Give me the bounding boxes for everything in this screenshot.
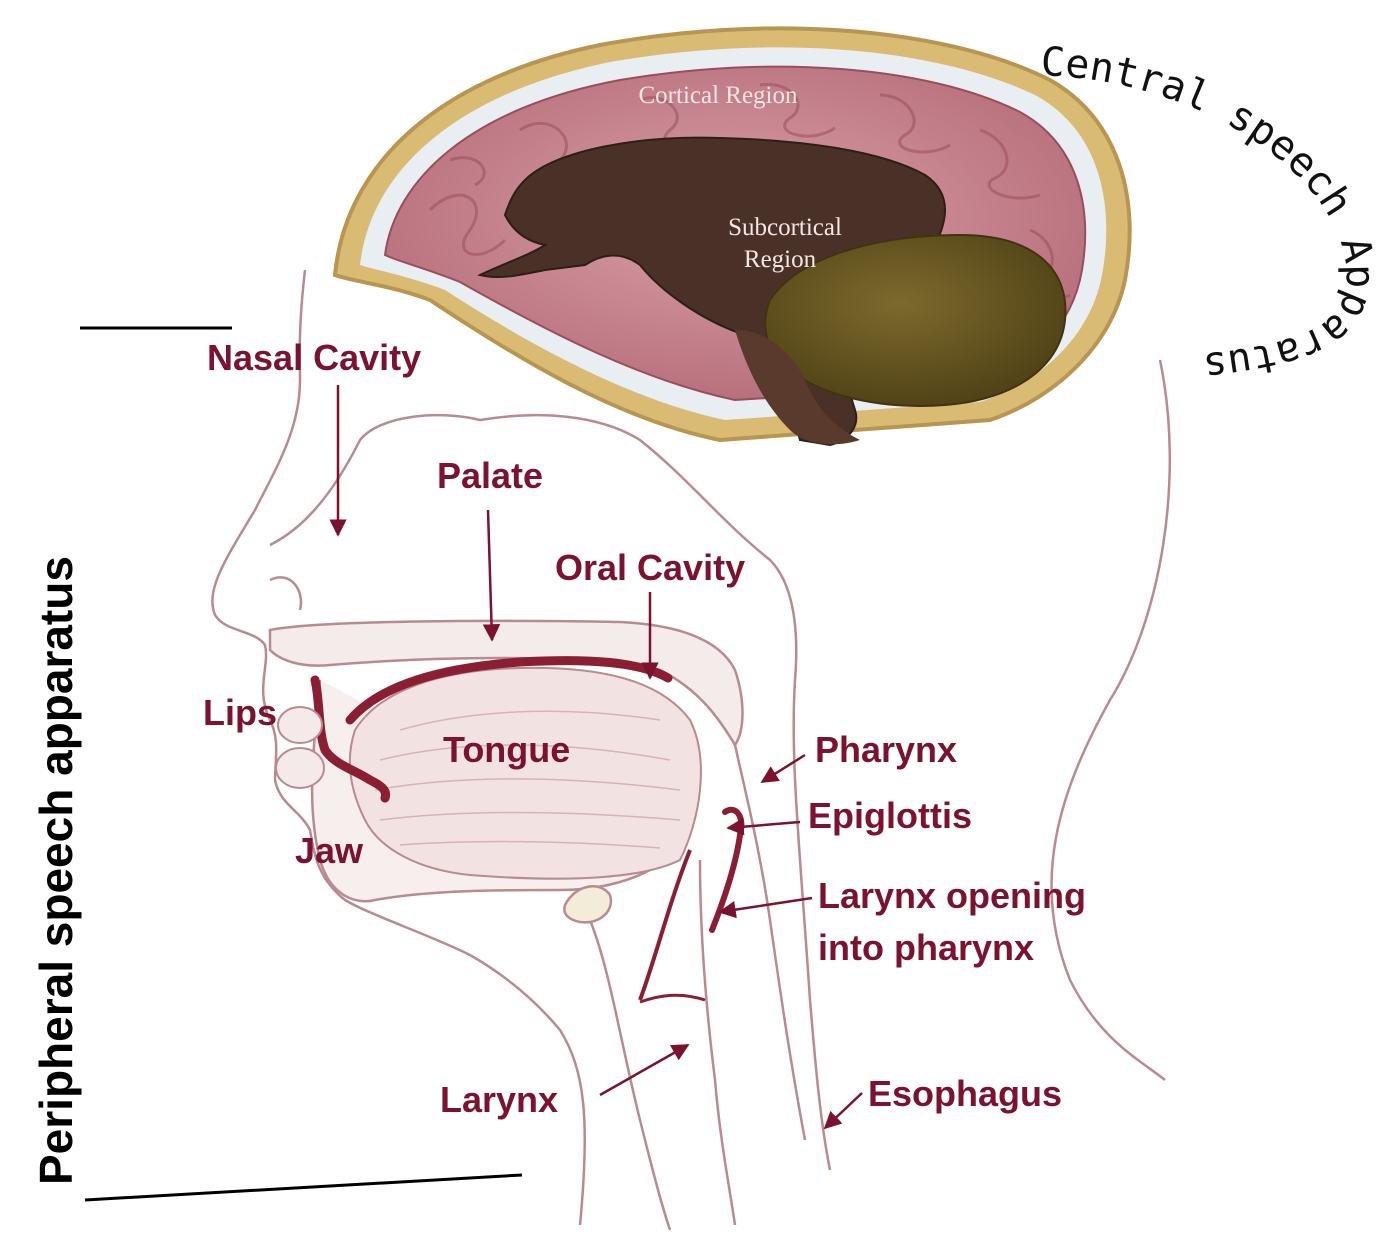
larynx-opening-label-line1: Larynx opening (818, 875, 1086, 916)
epiglottis-label: Epiglottis (808, 795, 972, 836)
nasal-cavity-label: Nasal Cavity (207, 337, 421, 378)
nostril-contour (270, 577, 301, 610)
pharynx-wall (735, 745, 805, 1140)
esophagus-arrow (825, 1093, 862, 1128)
subcortical-region-label-line2: Region (744, 246, 817, 273)
tongue-label: Tongue (443, 729, 570, 770)
trachea-front (590, 920, 670, 1230)
esophagus-label: Esophagus (868, 1073, 1062, 1114)
brain-illustration: Cortical Region Subcortical Region (335, 28, 1130, 445)
subcortical-region-label-line1: Subcortical (728, 214, 842, 241)
upper-lip (278, 707, 322, 743)
pharynx-label: Pharynx (815, 729, 957, 770)
peripheral-speech-apparatus-title: Peripheral speech apparatus (30, 556, 82, 1185)
lower-lip (276, 748, 324, 788)
palate-label: Palate (437, 455, 543, 496)
bracket-bottom-line (85, 1175, 522, 1200)
lips-label: Lips (203, 692, 277, 733)
pharynx-arrow (762, 755, 805, 782)
hyoid-bone (564, 886, 611, 922)
cortical-region-label: Cortical Region (639, 82, 798, 109)
jaw-label: Jaw (295, 830, 364, 871)
head-back-outline (1051, 360, 1169, 1080)
larynx-opening-label-line2: into pharynx (818, 927, 1034, 968)
larynx-ring (640, 995, 705, 1002)
oral-cavity-label: Oral Cavity (555, 547, 745, 588)
larynx-label: Larynx (440, 1079, 558, 1120)
larynx-arrow (600, 1045, 688, 1095)
